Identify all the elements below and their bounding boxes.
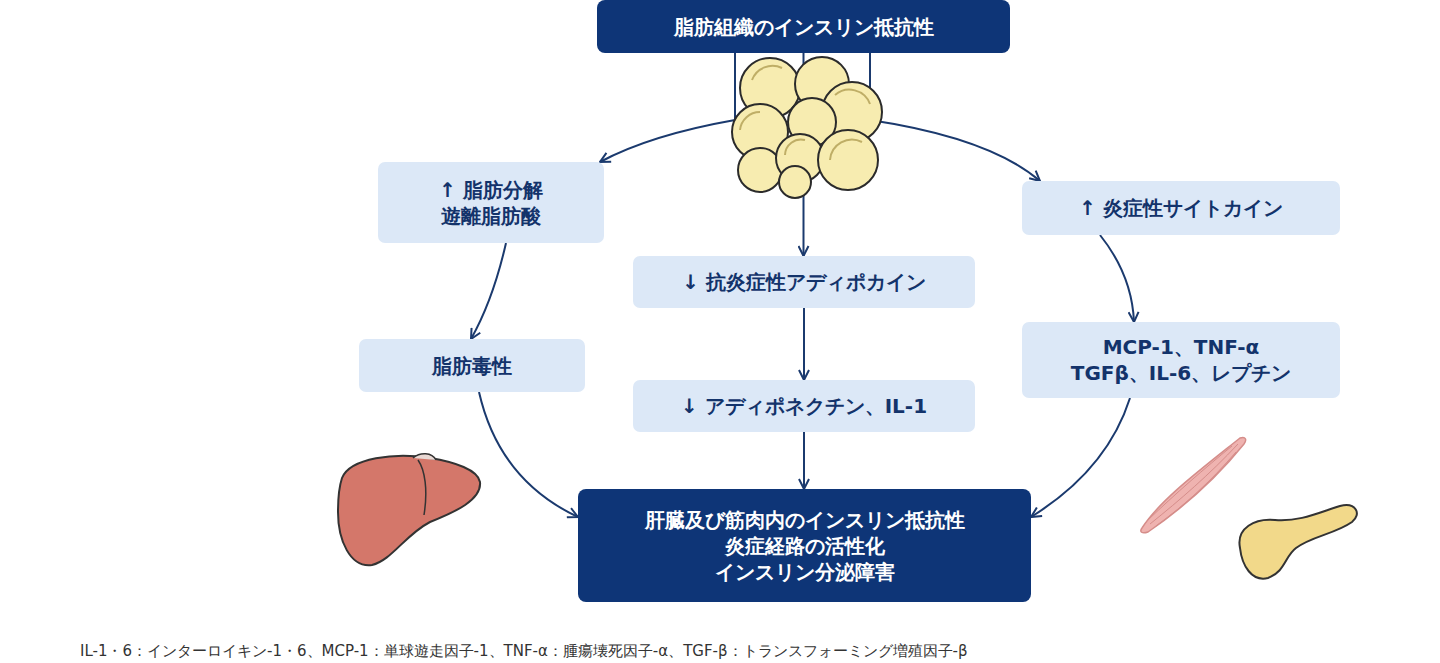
liver-illustration — [338, 454, 480, 565]
illustration-part — [776, 134, 824, 182]
pancreas-illustration — [1239, 505, 1356, 578]
flow-arrow — [600, 53, 735, 162]
illustration-part — [732, 104, 788, 160]
process-box: ↑ 脂肪分解 遊離脂肪酸 — [378, 162, 604, 243]
illustration-part — [788, 98, 836, 146]
illustration-part — [835, 90, 870, 104]
title-box: 脂肪組織のインスリン抵抗性 — [597, 0, 1010, 53]
illustration-part — [752, 66, 782, 80]
illustration-part — [818, 130, 878, 190]
abbreviation-note: IL-1・6：インターロイキン-1・6、MCP-1：単球遊走因子-1、TNF-α… — [80, 642, 968, 661]
illustration-part — [1239, 505, 1356, 578]
process-box: ↑ 炎症性サイトカイン — [1022, 181, 1340, 235]
flow-arrow — [471, 243, 506, 339]
node-text: ↓ 抗炎症性アディポカイン — [682, 269, 926, 295]
illustration-part — [740, 112, 760, 130]
muscle-illustration — [1141, 437, 1246, 532]
node-text: ↓ アディポネクチン、IL-1 — [681, 393, 927, 419]
node-text: ↑ 脂肪分解 遊離脂肪酸 — [434, 177, 548, 229]
illustration-part — [418, 460, 426, 515]
illustration-part — [338, 456, 480, 565]
illustration-part — [740, 66, 870, 160]
node-text: 脂肪組織のインスリン抵抗性 — [674, 14, 934, 40]
illustration-part — [830, 140, 862, 160]
result-box: 肝臓及び筋肉内のインスリン抵抗性炎症経路の活性化インスリン分泌障害 — [578, 489, 1031, 602]
flow-arrow — [870, 53, 1040, 181]
flow-arrow — [479, 392, 578, 517]
flow-arrow — [1100, 235, 1134, 322]
node-text: TGFβ、IL-6、レプチン — [1071, 360, 1291, 386]
node-text: 脂肪毒性 — [432, 353, 512, 379]
illustration-part — [738, 148, 782, 192]
illustration-part — [1148, 444, 1238, 526]
flow-arrow — [803, 432, 805, 489]
illustration-part — [1141, 437, 1246, 532]
flow-arrow — [1031, 398, 1130, 517]
flow-arrow — [803, 53, 805, 256]
node-text: MCP-1、TNF-α — [1103, 334, 1260, 360]
node-text: 炎症経路の活性化 — [725, 533, 885, 559]
illustration-part — [779, 166, 811, 198]
fat-cells — [732, 57, 882, 198]
process-box: MCP-1、TNF-αTGFβ、IL-6、レプチン — [1022, 322, 1340, 398]
illustration-part — [413, 454, 436, 460]
illustration-part — [822, 82, 882, 142]
process-box: ↓ アディポネクチン、IL-1 — [633, 380, 975, 432]
illustration-part — [795, 57, 849, 111]
process-box: ↓ 抗炎症性アディポカイン — [633, 256, 975, 308]
process-box: 脂肪毒性 — [359, 339, 585, 392]
node-text: 肝臓及び筋肉内のインスリン抵抗性 — [645, 507, 965, 533]
node-text: ↑ 炎症性サイトカイン — [1079, 195, 1283, 221]
node-text: インスリン分泌障害 — [715, 559, 895, 585]
flow-arrow — [803, 308, 805, 380]
illustration-part — [785, 139, 805, 155]
illustration-part — [740, 58, 800, 118]
